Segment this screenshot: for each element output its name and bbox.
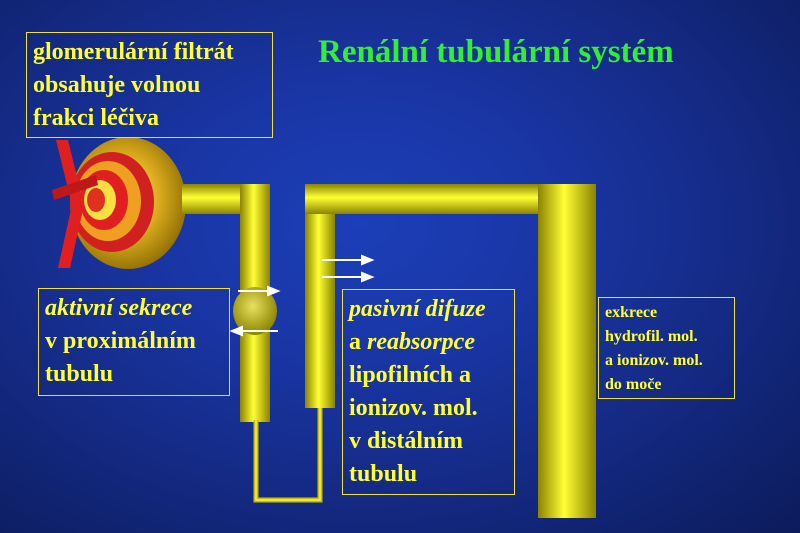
- excretion-line-2: hydrofil. mol.: [605, 328, 698, 345]
- diffusion-line-6: tubulu: [349, 461, 418, 487]
- diffusion-line-4: ionizov. mol.: [349, 395, 478, 421]
- filtrate-label-box: glomerulární filtrát obsahuje volnou fra…: [26, 32, 273, 138]
- glomerulus: [70, 137, 186, 269]
- excretion-label-box: exkrece hydrofil. mol. a ionizov. mol. d…: [598, 297, 735, 399]
- diffusion-line-2-prefix: a: [349, 329, 367, 355]
- excretion-line-4: do moče: [605, 376, 662, 393]
- diffusion-line-2-italic: reabsorpce: [367, 329, 475, 355]
- filtrate-line-3: frakci léčiva: [33, 105, 159, 131]
- collecting-duct: [538, 184, 596, 518]
- secretion-line-2: v proximálním: [45, 328, 196, 354]
- filtrate-line-1: glomerulární filtrát: [33, 39, 234, 65]
- secretion-arrows: [229, 285, 281, 337]
- diffusion-arrows: [322, 254, 375, 283]
- blood-vessel: [56, 140, 84, 268]
- secretion-line-1: aktivní sekrece: [45, 295, 193, 321]
- diffusion-line-5: v distálním: [349, 428, 464, 454]
- filtrate-line-2: obsahuje volnou: [33, 72, 201, 98]
- transport-cell: [233, 287, 277, 335]
- secretion-line-3: tubulu: [45, 361, 114, 387]
- distal-tubule-vertical: [305, 184, 335, 408]
- excretion-line-3: a ionizov. mol.: [605, 352, 703, 369]
- excretion-line-1: exkrece: [605, 304, 658, 321]
- slide-title: Renální tubulární systém: [318, 34, 674, 70]
- secretion-label-box: aktivní sekrece v proximálním tubulu: [38, 288, 230, 396]
- diffusion-line-3: lipofilních a: [349, 362, 472, 388]
- diffusion-label-box: pasivní difuze a reabsorpce lipofilních …: [342, 289, 515, 495]
- diffusion-line-1: pasivní difuze: [349, 296, 486, 322]
